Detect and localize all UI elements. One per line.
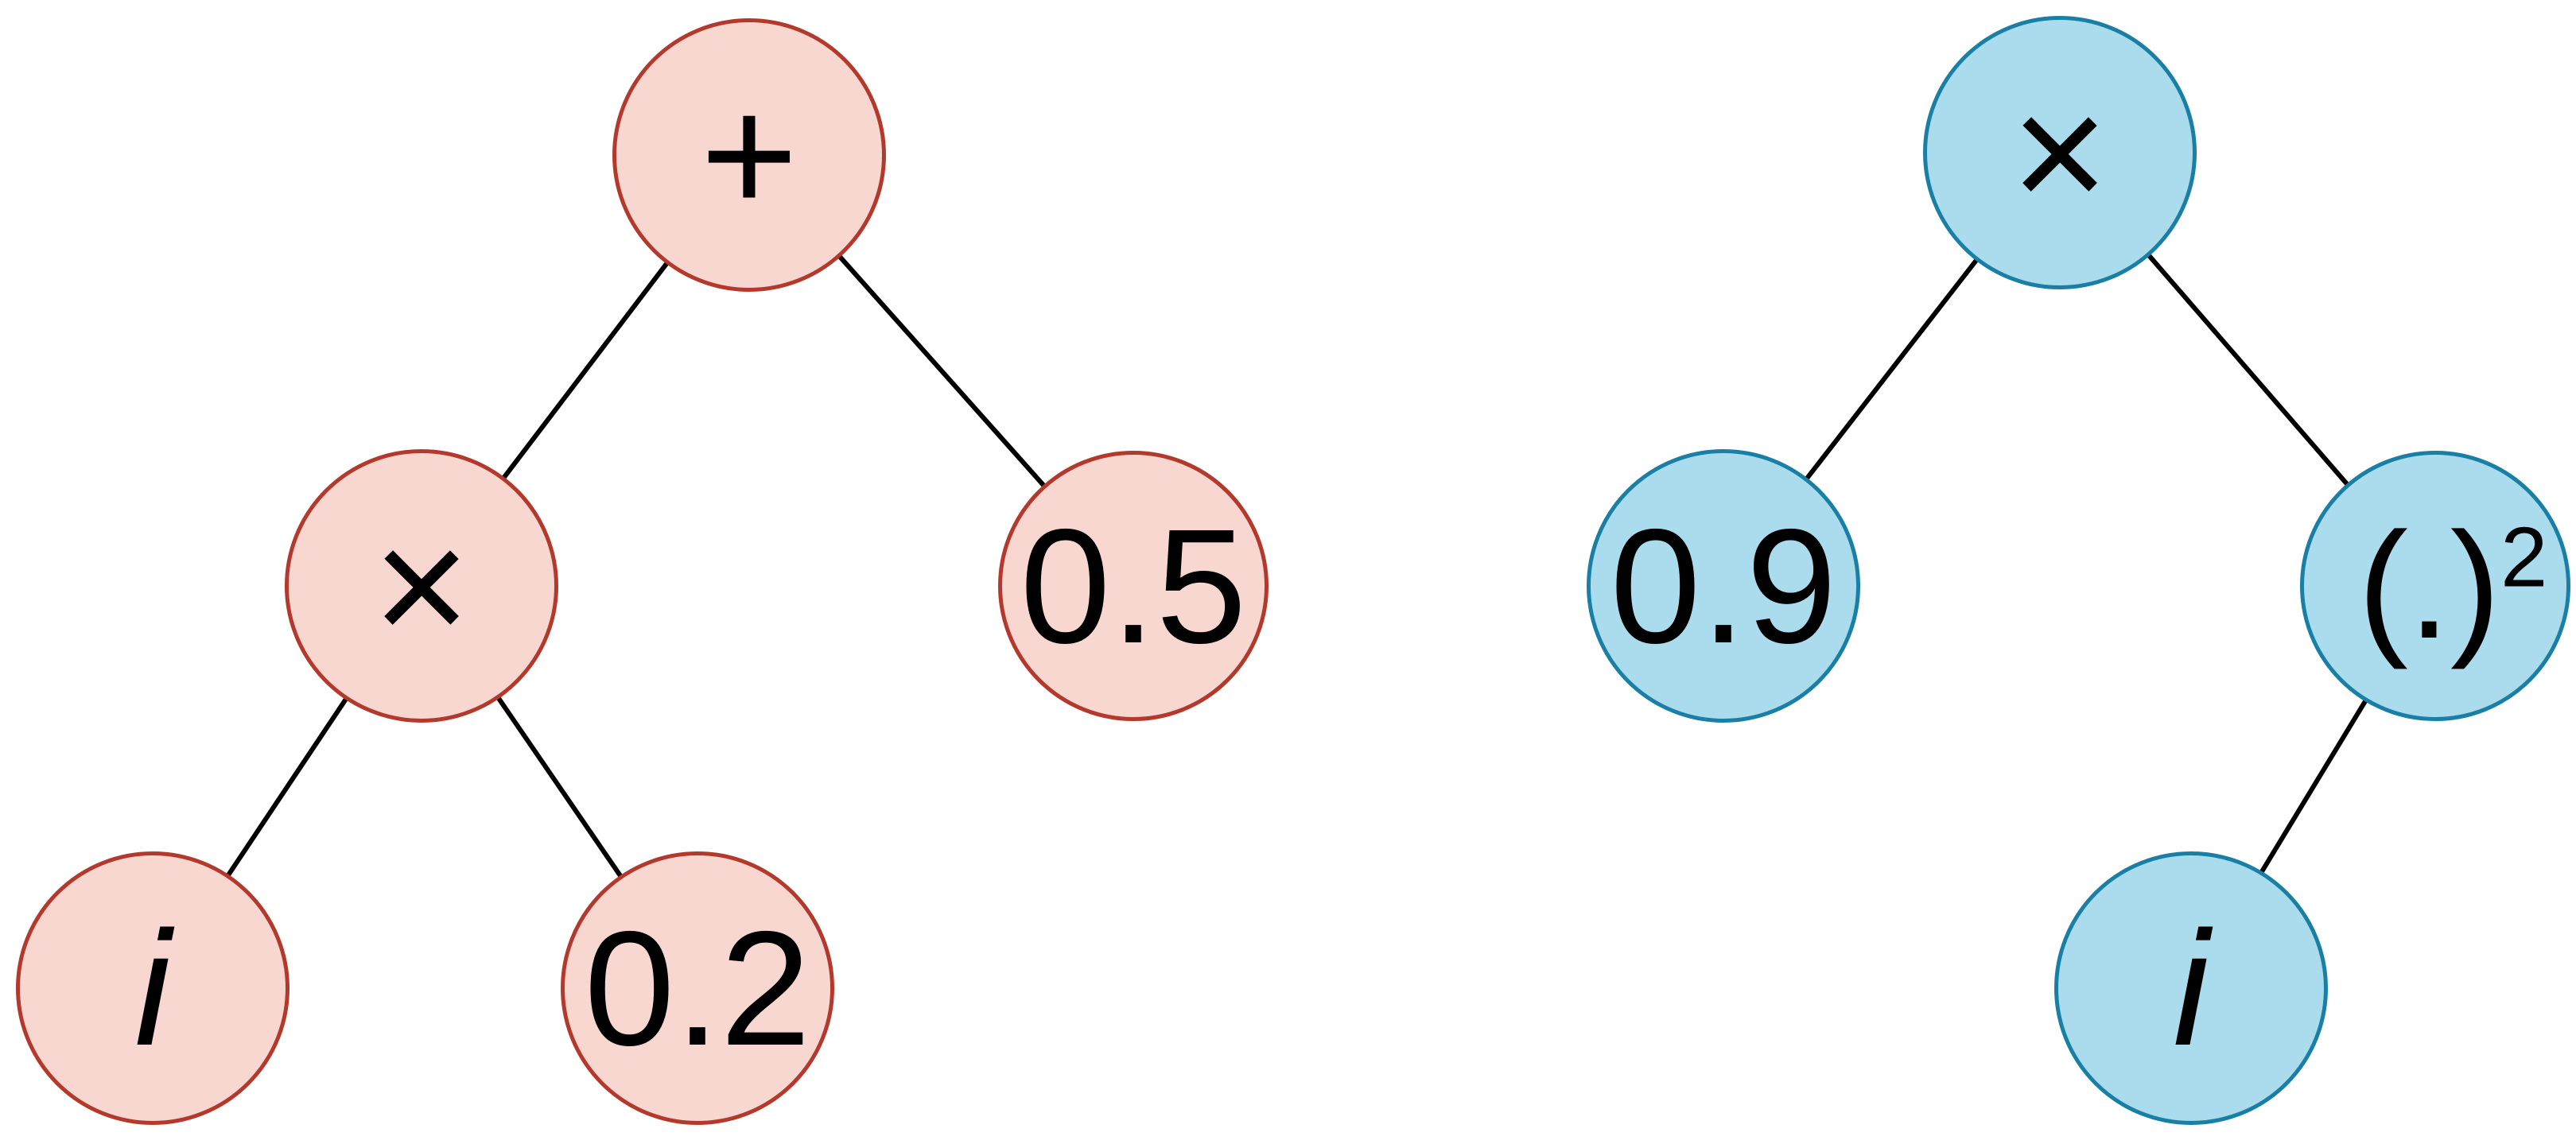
tree-edge-r2-r4 <box>225 696 349 878</box>
tree-edge-r2-r5 <box>495 696 624 878</box>
node-label-b2: 0.9 <box>1610 494 1837 677</box>
node-label-r2: × <box>372 492 471 679</box>
node-label-r5: 0.2 <box>584 897 811 1080</box>
tree-node-b4[interactable]: i <box>2054 851 2328 1125</box>
tree-edge-b3-b4 <box>2259 699 2368 874</box>
tree-node-b2[interactable]: 0.9 <box>1587 449 1860 723</box>
node-label-b4: i <box>2173 897 2209 1080</box>
tree-edge-r1-r3 <box>837 254 1047 488</box>
tree-node-r2[interactable]: × <box>285 449 558 723</box>
node-label-b1: × <box>2011 59 2109 246</box>
tree-edge-b1-b2 <box>1804 258 1980 481</box>
tree-edge-r1-r2 <box>501 261 670 480</box>
tree-node-r3[interactable]: 0.5 <box>998 451 1269 721</box>
tree-node-r4[interactable]: i <box>16 851 289 1125</box>
node-label-r3: 0.5 <box>1020 494 1247 677</box>
node-label-b3: (.)2 <box>2357 502 2548 670</box>
node-superscript-b3: 2 <box>2500 510 2548 605</box>
tree-node-r5[interactable]: 0.2 <box>561 851 834 1125</box>
tree-node-r1[interactable]: + <box>612 18 886 292</box>
tree-edge-b1-b3 <box>2147 253 2350 487</box>
node-label-r1: + <box>700 61 798 248</box>
tree-node-b1[interactable]: × <box>1923 16 2197 289</box>
tree-node-b3[interactable]: (.)2 <box>2300 451 2570 721</box>
node-label-r4: i <box>134 897 171 1080</box>
